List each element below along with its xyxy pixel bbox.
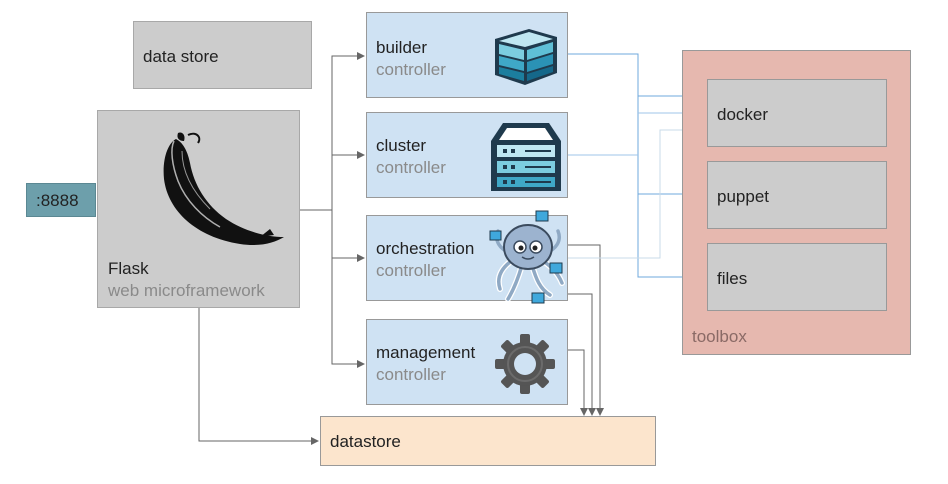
controller-kind: controller (376, 158, 446, 177)
port-label: :8888 (36, 191, 79, 210)
orchestration-to-datastore-1 (568, 244, 604, 416)
cube-icon (495, 29, 557, 85)
datastore-box: datastore (320, 416, 656, 466)
port-box: :8888 (26, 183, 96, 217)
flask-box: Flask web microframework (97, 110, 300, 308)
controller-name: orchestration (376, 239, 475, 258)
controller-name: builder (376, 38, 428, 57)
cluster-controller-box: cluster controller (366, 112, 568, 198)
flask-to-controllers-trunk (299, 52, 365, 211)
controller-kind: controller (376, 261, 446, 280)
toolbox-item-label: files (717, 269, 748, 288)
toolbox-item-puppet: puppet (707, 161, 887, 229)
controller-kind: controller (376, 365, 446, 384)
management-to-datastore (568, 349, 588, 416)
toolbox-item-files: files (707, 243, 887, 311)
data-store-label: data store (143, 47, 219, 66)
flask-subtitle: web microframework (108, 281, 265, 300)
server-icon (491, 123, 561, 191)
management-controller-box: management controller (366, 319, 568, 405)
flask-title: Flask (108, 259, 149, 278)
gear-icon (495, 334, 555, 394)
arrow-to-management (331, 210, 365, 368)
builder-to-toolbox (568, 53, 706, 281)
toolbox-item-docker: docker (707, 79, 887, 147)
octopus-icon (489, 210, 565, 304)
builder-controller-box: builder controller (366, 12, 568, 98)
controller-name: management (376, 343, 476, 362)
flask-horn-icon (163, 132, 284, 246)
toolbox-label: toolbox (692, 327, 747, 346)
controller-name: cluster (376, 136, 427, 155)
controller-kind: controller (376, 60, 446, 79)
toolbox-item-label: puppet (717, 187, 769, 206)
flask-to-datastore (198, 308, 319, 445)
datastore-label: datastore (330, 432, 401, 451)
toolbox-container: docker puppet files toolbox (682, 50, 911, 355)
data-store-box: data store (133, 21, 312, 89)
orchestration-to-datastore-2 (568, 293, 596, 416)
toolbox-item-label: docker (717, 105, 769, 124)
